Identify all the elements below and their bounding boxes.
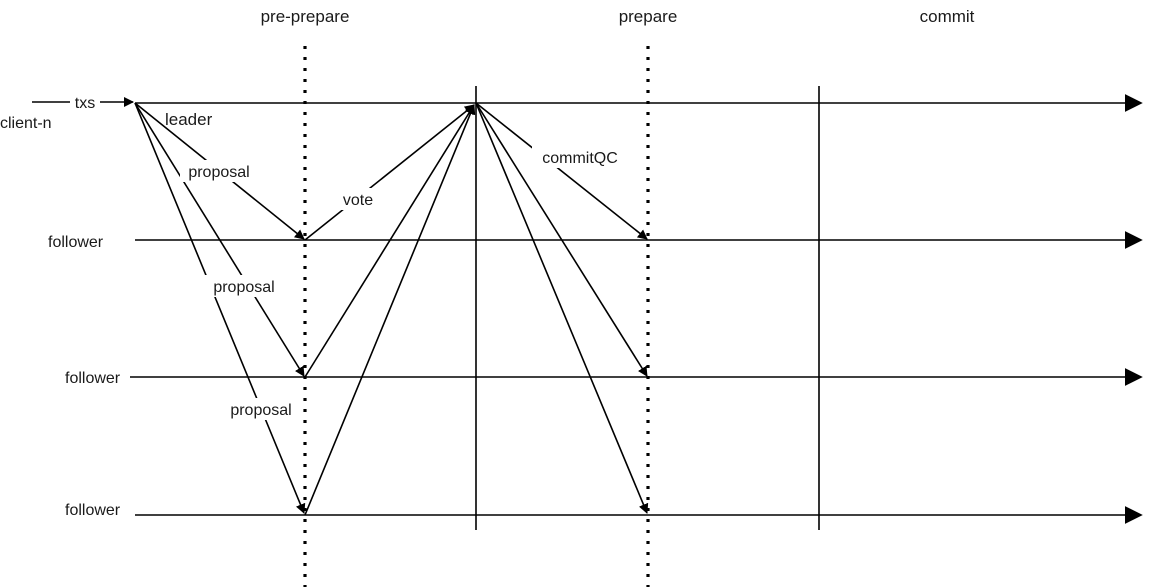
txs-label-bg [70,93,100,111]
commitqc-arrow-2 [475,102,648,377]
vote-label-bg [337,188,379,210]
proposal-label-3: proposal [230,402,291,419]
proposal-2-label-bg [205,275,283,297]
proposal-3-label-bg [222,398,300,420]
commitqc-label: commitQC [542,150,618,167]
txs-label: txs [75,95,95,112]
phase-label-prepare: prepare [619,7,678,26]
vote-arrow-3 [304,104,476,516]
follower-3-label: follower [65,502,121,519]
commitqc-arrow-3 [475,102,649,514]
follower-2-label: follower [65,370,121,387]
vote-label: vote [343,192,373,209]
proposal-label-2: proposal [213,279,274,296]
follower-1-label: follower [48,234,104,251]
proposal-label-1: proposal [188,164,249,181]
phase-label-commit: commit [920,7,975,26]
commitqc-arrow-1 [475,102,648,240]
client-label: client-n [0,115,52,132]
phase-label-pre-prepare: pre-prepare [261,7,350,26]
proposal-arrow-3 [134,102,306,514]
proposal-arrow-2 [134,102,305,377]
proposal-1-label-bg [180,160,258,182]
commitqc-label-bg [532,146,628,168]
vote-arrow-1 [304,104,475,241]
leader-label: leader [165,110,213,129]
vote-arrow-2 [304,104,475,378]
